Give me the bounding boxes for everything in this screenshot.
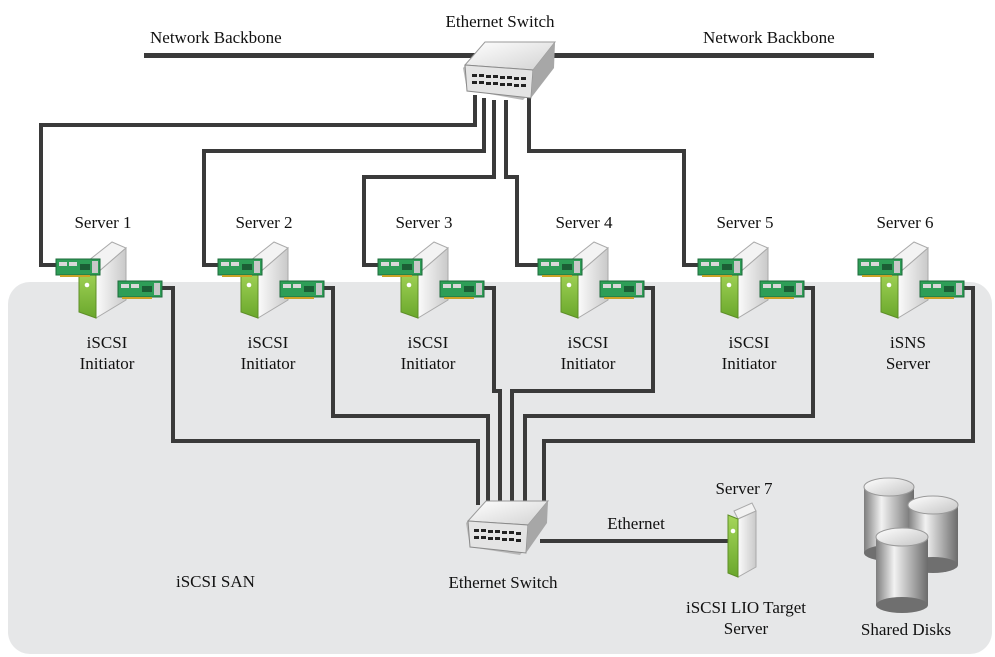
cable-server-3-san [478, 286, 502, 509]
cable-server-2-san [318, 286, 490, 507]
bottom-switch-icon [466, 500, 550, 555]
bottom-switch-label: Ethernet Switch [448, 573, 558, 592]
server-2-name: Server 2 [235, 213, 293, 232]
target-server-icon [727, 502, 757, 578]
server-6-nic-side [919, 280, 965, 299]
server-3-icon [377, 241, 485, 319]
cable-server-1-uplink [39, 95, 477, 267]
server-5-name: Server 5 [716, 213, 774, 232]
server-4-icon [537, 241, 645, 319]
cable-server-4-san [510, 286, 655, 509]
server-3-nic-front [377, 258, 423, 277]
shared-disks-icon [863, 477, 959, 613]
cable-server-1-san [158, 286, 480, 505]
server-1-name: Server 1 [74, 213, 132, 232]
shared-disks-label: Shared Disks [860, 620, 952, 639]
cable-server-6-san [542, 286, 975, 503]
server-6-name: Server 6 [876, 213, 934, 232]
cable-server-2-uplink [202, 98, 486, 267]
server-1-nic-front [55, 258, 101, 277]
backbone-label-left: Network Backbone [150, 28, 282, 47]
server-7-name: Server 7 [715, 479, 773, 498]
top-switch-icon [463, 41, 557, 100]
server-4-nic-front [537, 258, 583, 277]
cable-server-5-san [523, 286, 815, 507]
server-4-name: Server 4 [555, 213, 613, 232]
server-5-nic-side [759, 280, 805, 299]
server-2-nic-front [217, 258, 263, 277]
cable-server-5-uplink [527, 95, 703, 267]
server-2-icon [217, 241, 325, 319]
san-cables [158, 286, 975, 543]
server-3-name: Server 3 [395, 213, 453, 232]
san-label: iSCSI SAN [176, 572, 255, 591]
server-4-nic-side [599, 280, 645, 299]
cable-server-4-uplink [504, 100, 543, 267]
server-6-nic-front [857, 258, 903, 277]
server-1-icon [55, 241, 163, 319]
server-3-nic-side [439, 280, 485, 299]
disk-front [875, 527, 929, 613]
cable-server-3-uplink [362, 100, 496, 267]
backbone-label-right: Network Backbone [703, 28, 835, 47]
top-switch-label: Ethernet Switch [445, 12, 555, 31]
server-5-icon [697, 241, 805, 319]
server-6-icon [857, 241, 965, 319]
server-5-nic-front [697, 258, 743, 277]
server-2-nic-side [279, 280, 325, 299]
uplink-cables [39, 95, 703, 267]
ethernet-link-label: Ethernet [607, 514, 665, 533]
server-1-nic-side [117, 280, 163, 299]
